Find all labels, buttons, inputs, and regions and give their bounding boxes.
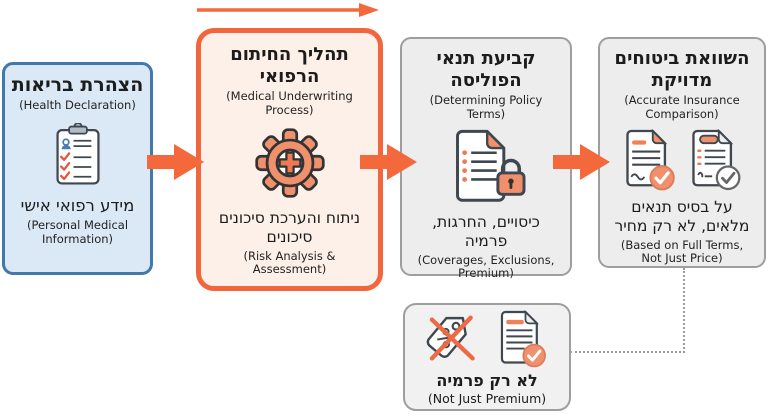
step-sub-en: (Coverages, Exclusions, Premium) — [417, 252, 555, 281]
top-arrow — [197, 3, 379, 17]
step-policy-terms: קביעת תנאי הפוליסה (Determining Policy T… — [400, 37, 572, 280]
step-title-en: (Medical Underwriting Process) — [226, 88, 353, 117]
step-title-en: (Health Declaration) — [19, 98, 136, 113]
document-lock-icon — [443, 129, 529, 205]
flow-arrow-3 — [553, 144, 610, 180]
note-not-just-premium: לא רק פרמיה (Not Just Premium) — [403, 303, 571, 411]
step-title-en: (Determining Policy Terms) — [429, 92, 543, 121]
document-check-icon — [500, 310, 546, 368]
document-check-outline-icon — [692, 128, 741, 190]
document-check-filled-icon — [626, 128, 675, 190]
note-label-en: (Not Just Premium) — [427, 390, 547, 406]
step-health-declaration: הצהרת בריאות (Health Declaration) מידע ר… — [2, 62, 153, 275]
step-title-he: קביעת תנאי הפוליסה — [436, 48, 536, 91]
crossed-price-tag-icon — [426, 315, 475, 361]
step-medical-underwriting: תהליך החיתום הרפואי (Medical Underwritin… — [196, 28, 383, 291]
step-title-he: הצהרת בריאות — [11, 74, 144, 96]
step-sub-he: מידע רפואי אישי — [20, 195, 135, 215]
step-sub-en: (Risk Analysis & Assessment) — [243, 248, 336, 277]
step-title-he: תהליך החיתום הרפואי — [230, 44, 349, 87]
documents-compare-check-icon — [620, 128, 744, 191]
step-sub-en: (Personal Medical Information) — [26, 217, 129, 246]
flow-arrow-1 — [147, 144, 204, 180]
step-sub-he: ניתוח והערכת סיכונים סיכונים — [218, 208, 361, 247]
step-title-he: השוואת ביטוחים מדויקת — [614, 48, 750, 91]
step-sub-he: כיסויים, החרגות, פרמיה — [432, 212, 540, 251]
flow-arrow-2 — [360, 144, 417, 180]
step-title-en: (Accurate Insurance Comparison) — [624, 92, 740, 121]
step-insurance-comparison: השוואת ביטוחים מדויקת (Accurate Insuranc… — [598, 37, 766, 268]
clipboard-checklist-icon — [51, 122, 105, 187]
dotted-connector — [570, 268, 685, 353]
step-sub-en: (Based on Full Terms, Not Just Price) — [620, 237, 744, 266]
medical-gear-icon — [252, 127, 328, 199]
step-sub-he: על בסיס תנאים מלאים, לא רק מחיר — [614, 197, 750, 236]
note-label-he: לא רק פרמיה — [436, 371, 538, 391]
